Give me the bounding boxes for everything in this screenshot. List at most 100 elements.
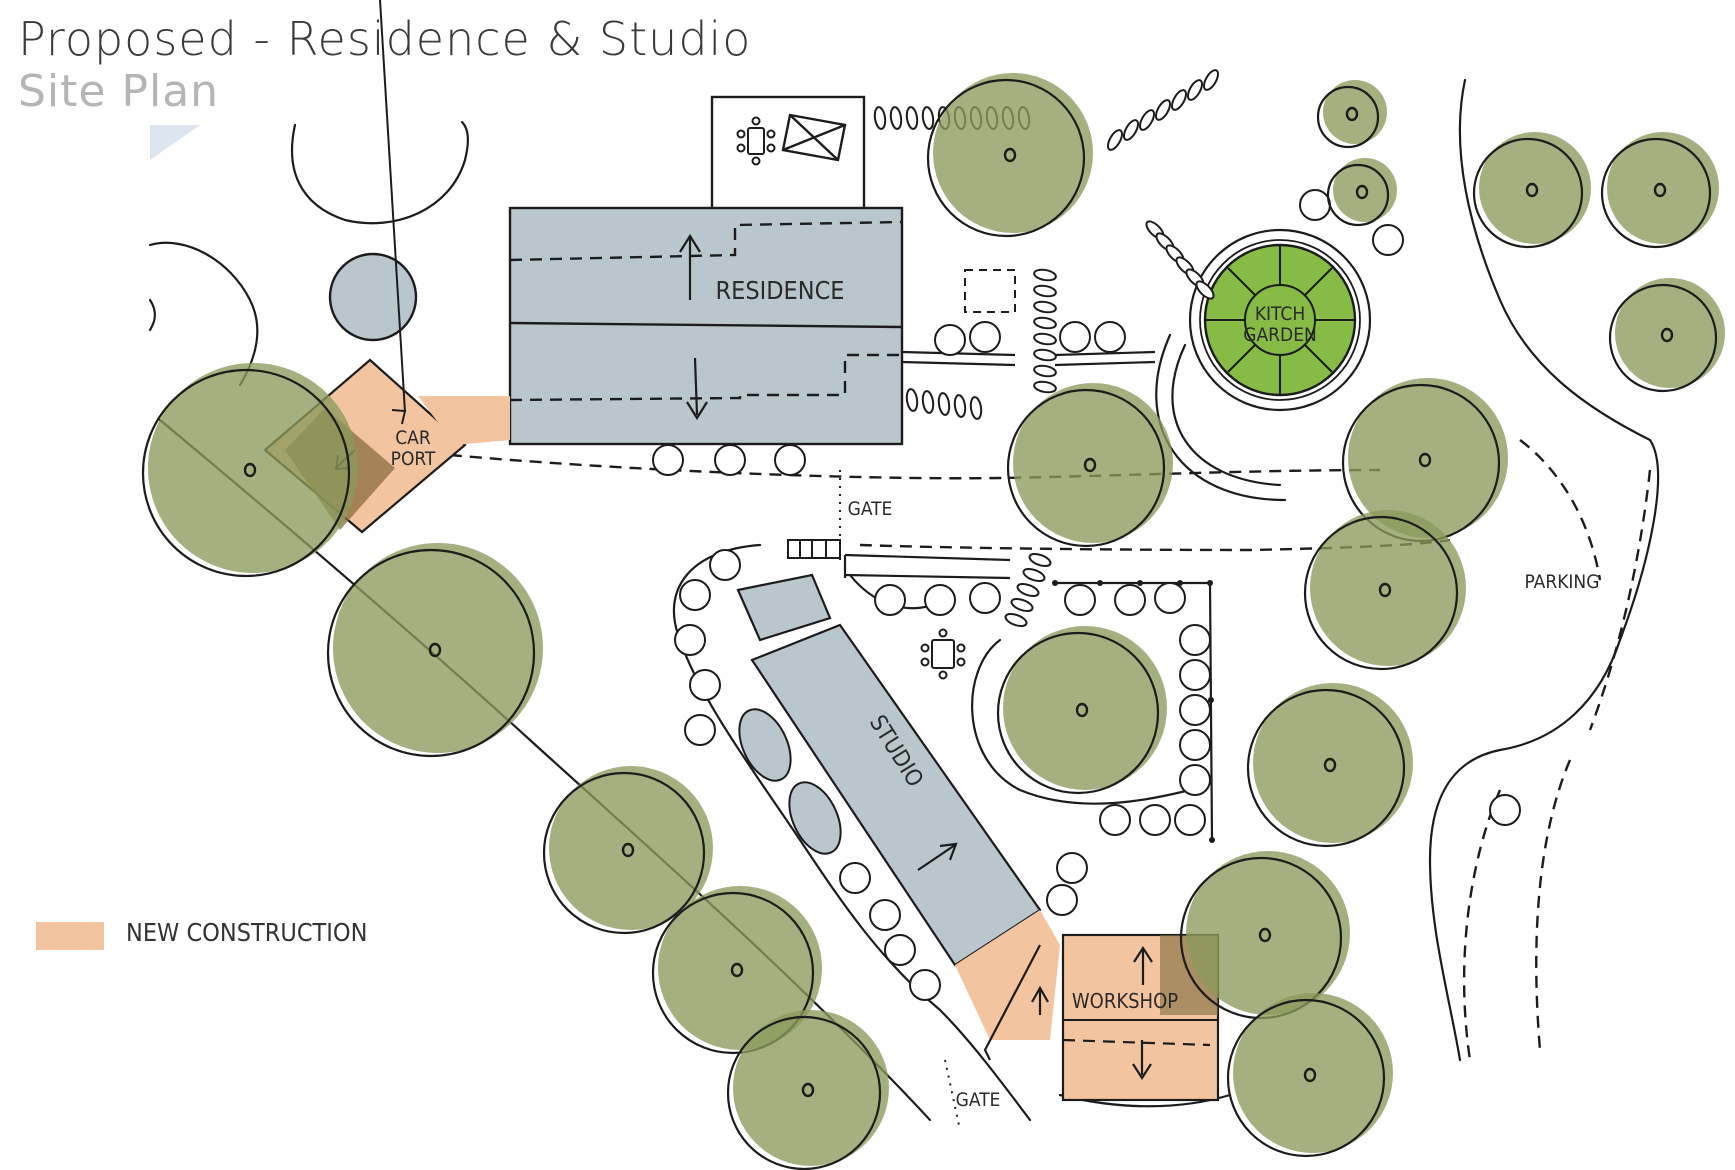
tree-trunk-mark xyxy=(1323,757,1337,773)
hedge-plant xyxy=(1033,300,1057,314)
tree-trunk-mark xyxy=(1378,582,1392,598)
shrub xyxy=(839,862,871,894)
hedge-plant xyxy=(1033,316,1057,330)
dashed-parking-east xyxy=(1588,469,1652,731)
tree-outline xyxy=(1316,85,1380,149)
garden-shed-outline xyxy=(964,269,1016,313)
shrub xyxy=(714,444,746,476)
studio-water-features xyxy=(738,708,842,855)
hedge-plant xyxy=(873,106,887,130)
residence-label: RESIDENCE xyxy=(715,276,844,305)
existing-vegetation-outline xyxy=(148,241,259,387)
tree-trunk-mark xyxy=(1258,927,1272,943)
tree-trunk-mark xyxy=(801,1082,815,1098)
tree-trunk-mark xyxy=(1003,147,1017,163)
hedge-plant xyxy=(1033,284,1057,298)
tree-canopy xyxy=(1186,851,1350,1015)
shrub xyxy=(1114,584,1146,616)
tree-trunk-mark xyxy=(730,962,744,978)
tree-canopy xyxy=(933,73,1093,233)
tree-outline xyxy=(1006,388,1166,548)
residence-arrow-down xyxy=(686,357,708,421)
trees-layer xyxy=(141,73,1725,1170)
shrub xyxy=(684,714,716,746)
tree-outline xyxy=(1600,137,1712,249)
tree-canopy xyxy=(1479,132,1591,244)
tree-canopy xyxy=(333,543,543,753)
shrub xyxy=(652,444,684,476)
studio-path-west xyxy=(672,543,1032,1122)
parking-label: PARKING xyxy=(1525,571,1600,593)
studio-entry-block xyxy=(736,573,832,642)
shrub xyxy=(1046,884,1078,916)
tree-trunk-mark xyxy=(1083,457,1097,473)
lawn-loop xyxy=(971,638,1192,805)
tree-outline xyxy=(1608,283,1718,393)
carport-connector xyxy=(418,396,510,445)
hedge-plant xyxy=(1033,348,1057,362)
hedge-plant xyxy=(1195,280,1215,300)
hedge-plant xyxy=(937,392,951,416)
tree-outline xyxy=(926,78,1086,238)
residence-deck xyxy=(710,95,866,211)
shrub xyxy=(1139,804,1171,836)
hedge-plant xyxy=(969,396,983,420)
workshop-arrows xyxy=(1031,945,1153,1081)
tree-trunk-mark xyxy=(1525,182,1539,198)
carport-label-line2: PORT xyxy=(391,448,436,470)
hedge-plant xyxy=(1022,567,1046,583)
tree-trunk-mark xyxy=(428,642,442,658)
gate-south-label: GATE xyxy=(956,1089,1001,1111)
hedge-plant xyxy=(1155,99,1171,121)
legend-new-construction-swatch xyxy=(36,922,104,950)
garden-ring-outer xyxy=(1188,228,1372,412)
shrub xyxy=(689,669,721,701)
page-subtitle: Site Plan xyxy=(18,66,220,117)
deck-crate-icon xyxy=(781,113,847,162)
shrub xyxy=(1059,321,1091,353)
hedge-plant xyxy=(905,106,919,130)
shrub xyxy=(674,624,706,656)
tree-outline xyxy=(542,771,706,935)
tree-canopy xyxy=(1323,80,1387,144)
hedge-plant xyxy=(1033,332,1057,346)
hedge-plant xyxy=(905,388,919,412)
shrub xyxy=(969,321,1001,353)
dashed-south-edge-2 xyxy=(1535,759,1572,1051)
shrub xyxy=(1174,804,1206,836)
hedge-plant xyxy=(1010,597,1034,613)
hedge-plant xyxy=(1016,582,1040,598)
legend-new-construction-label: NEW CONSTRUCTION xyxy=(126,918,368,947)
tree-trunk-mark xyxy=(1660,327,1674,343)
shrub xyxy=(1094,321,1126,353)
garden-arc-inner xyxy=(1171,343,1282,487)
tree-canopy xyxy=(1348,378,1508,538)
shrub xyxy=(1099,804,1131,836)
hedge-plant xyxy=(953,394,967,418)
tree-trunk-mark xyxy=(1355,184,1369,200)
tree-canopy xyxy=(733,1010,889,1166)
tree-canopy xyxy=(658,886,822,1050)
carport-label-line1: CAR xyxy=(395,427,431,449)
shrub xyxy=(1064,584,1096,616)
shrub xyxy=(1154,582,1186,614)
tree-canopy xyxy=(1003,626,1167,790)
hedge-plant xyxy=(889,106,903,130)
hedge-plant xyxy=(921,106,935,130)
shrubs-layer xyxy=(652,189,1521,1001)
shrub xyxy=(1179,764,1211,796)
kitchen-garden-label-line2: GARDEN xyxy=(1243,324,1317,346)
tree-trunk-mark xyxy=(1418,452,1432,468)
hedge-plant xyxy=(921,390,935,414)
tree-outline xyxy=(141,368,351,578)
tree-canopy xyxy=(1013,383,1173,543)
tree-canopy xyxy=(1607,132,1719,244)
garden-walkway xyxy=(901,350,1156,367)
shrub xyxy=(1489,794,1521,826)
tree-canopy xyxy=(1615,278,1725,388)
shrub xyxy=(924,584,956,616)
hedge-plant xyxy=(1171,89,1187,111)
shrub xyxy=(909,969,941,1001)
shrub xyxy=(774,444,806,476)
